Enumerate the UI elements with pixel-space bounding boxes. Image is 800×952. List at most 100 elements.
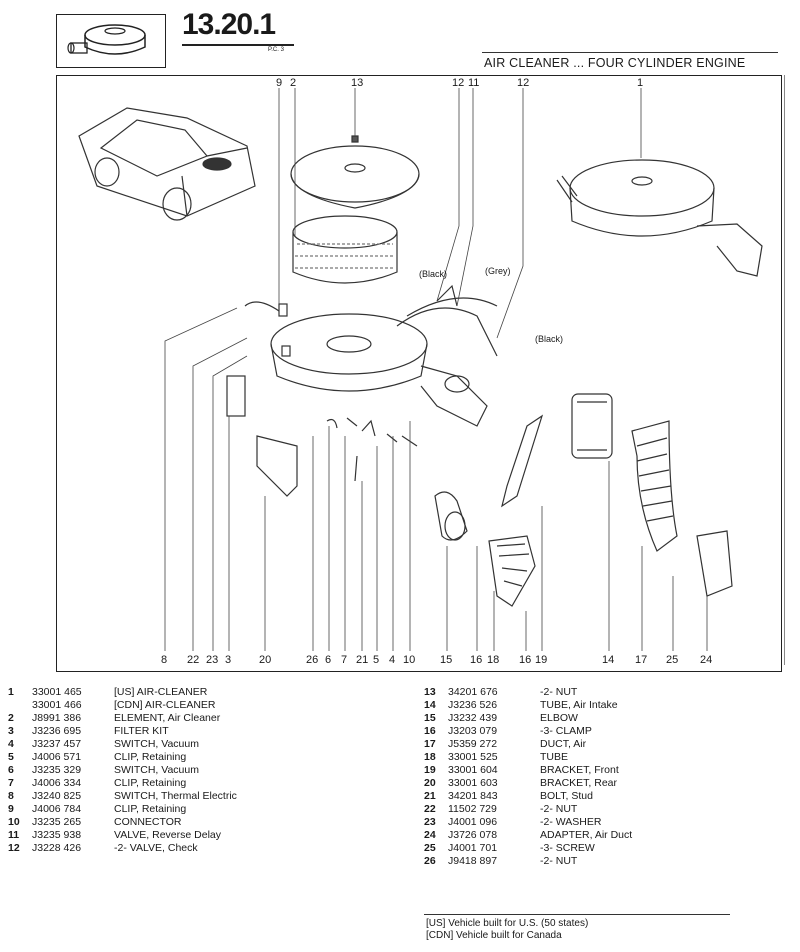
part-description: CLIP, Retaining <box>114 751 187 763</box>
callout-bottom: 14 <box>602 654 615 666</box>
part-description: -2- WASHER <box>540 816 602 828</box>
front-bracket <box>501 414 544 508</box>
legend-line: [US] Vehicle built for U.S. (50 states) <box>426 918 589 929</box>
item-number: 19 <box>424 764 436 776</box>
part-description: SWITCH, Thermal Electric <box>114 790 237 802</box>
part-number: J4001 096 <box>448 816 498 828</box>
parts-row: 33001 466[CDN] AIR-CLEANER <box>8 699 408 712</box>
page-number: 13.20.1 <box>182 8 276 41</box>
part-description: ELBOW <box>540 712 578 724</box>
part-number: J3235 938 <box>32 829 82 841</box>
callout-bottom: 8 <box>161 654 168 666</box>
item-number: 22 <box>424 803 436 815</box>
item-number: 1 <box>8 686 14 698</box>
part-description: -3- SCREW <box>540 842 595 854</box>
item-number: 7 <box>8 777 14 789</box>
part-number: 34201 676 <box>448 686 498 698</box>
item-number: 15 <box>424 712 436 724</box>
item-number: 8 <box>8 790 14 802</box>
filter-element <box>292 215 398 284</box>
vacuum-hoses <box>396 284 498 357</box>
part-number: 34201 843 <box>448 790 498 802</box>
callout-bottom: 20 <box>259 654 272 666</box>
pc-label: P.C. 3 <box>268 47 284 53</box>
item-number: 25 <box>424 842 436 854</box>
item-number: 5 <box>8 751 14 763</box>
air-cleaner-exploded-view <box>78 88 763 651</box>
part-number: 11502 729 <box>448 803 497 815</box>
air-cleaner-thumbnail-icon <box>67 24 146 55</box>
item-number: 11 <box>8 829 20 841</box>
callout-bottom: 5 <box>373 654 380 666</box>
leader-lines <box>164 88 708 651</box>
parts-row: 12 J3228 426 -2- VALVE, Check <box>8 842 408 855</box>
part-description: TUBE <box>540 751 569 763</box>
part-description: VALVE, Reverse Delay <box>114 829 221 841</box>
air-cleaner-base <box>270 313 488 427</box>
item-number: 12 <box>8 842 20 854</box>
part-description: -2- NUT <box>540 855 578 867</box>
item-number: 20 <box>424 777 436 789</box>
callout-bottom: 3 <box>225 654 232 666</box>
parts-row: 24 J3726 078 ADAPTER, Air Duct <box>424 829 784 842</box>
part-number: J3236 695 <box>32 725 82 737</box>
part-number: J4001 701 <box>448 842 498 854</box>
callout-top: 13 <box>351 77 364 89</box>
legend-line: [CDN] Vehicle built for Canada <box>426 930 562 941</box>
part-description: CLIP, Retaining <box>114 803 187 815</box>
flex-tube <box>488 535 536 607</box>
part-number: 33001 525 <box>448 751 498 763</box>
callout-top: 2 <box>290 77 297 89</box>
part-description: [US] AIR-CLEANER <box>114 686 208 698</box>
part-description: CONNECTOR <box>114 816 182 828</box>
callout-bottom: 22 <box>187 654 200 666</box>
parts-row: 11 J3235 938 VALVE, Reverse Delay <box>8 829 408 842</box>
part-description: -2- VALVE, Check <box>114 842 198 854</box>
part-description: -3- CLAMP <box>540 725 592 737</box>
part-number: J8991 386 <box>32 712 82 724</box>
part-description: [CDN] AIR-CLEANER <box>114 699 216 711</box>
part-description: BRACKET, Front <box>540 764 619 776</box>
callout-bottom: 25 <box>666 654 679 666</box>
callout-bottom: 26 <box>306 654 319 666</box>
hose-color-note: (Black) <box>419 269 448 279</box>
part-description: DUCT, Air <box>540 738 587 750</box>
part-description: SWITCH, Vacuum <box>114 764 199 776</box>
part-description: TUBE, Air Intake <box>540 699 618 711</box>
item-number: 17 <box>424 738 436 750</box>
exploded-diagram: 9 2 13 12 11 12 1 (Black) (Grey) (Black)… <box>56 75 782 672</box>
callout-top: 12 <box>517 77 530 89</box>
assembled-air-cleaner <box>556 159 763 277</box>
part-description: ADAPTER, Air Duct <box>540 829 633 841</box>
callout-bottom: 7 <box>341 654 348 666</box>
section-thumbnail <box>56 14 166 68</box>
item-number: 4 <box>8 738 14 750</box>
callout-bottom: 24 <box>700 654 713 666</box>
callout-top: 9 <box>276 77 283 89</box>
hose-color-note: (Grey) <box>485 266 511 276</box>
part-description: FILTER KIT <box>114 725 169 737</box>
item-number: 23 <box>424 816 436 828</box>
part-number: J3726 078 <box>448 829 498 841</box>
part-number: J4006 334 <box>32 777 82 789</box>
callout-bottom: 23 <box>206 654 219 666</box>
legend: [US] Vehicle built for U.S. (50 states) … <box>426 918 588 942</box>
part-number: J3235 329 <box>32 764 82 776</box>
part-description: -2- NUT <box>540 686 578 698</box>
callout-top: 11 <box>468 77 480 89</box>
item-number: 10 <box>8 816 20 828</box>
part-number: J3228 426 <box>32 842 82 854</box>
callout-bottom: 15 <box>440 654 453 666</box>
section-title: AIR CLEANER ... FOUR CYLINDER ENGINE <box>484 56 746 70</box>
item-number: 24 <box>424 829 436 841</box>
